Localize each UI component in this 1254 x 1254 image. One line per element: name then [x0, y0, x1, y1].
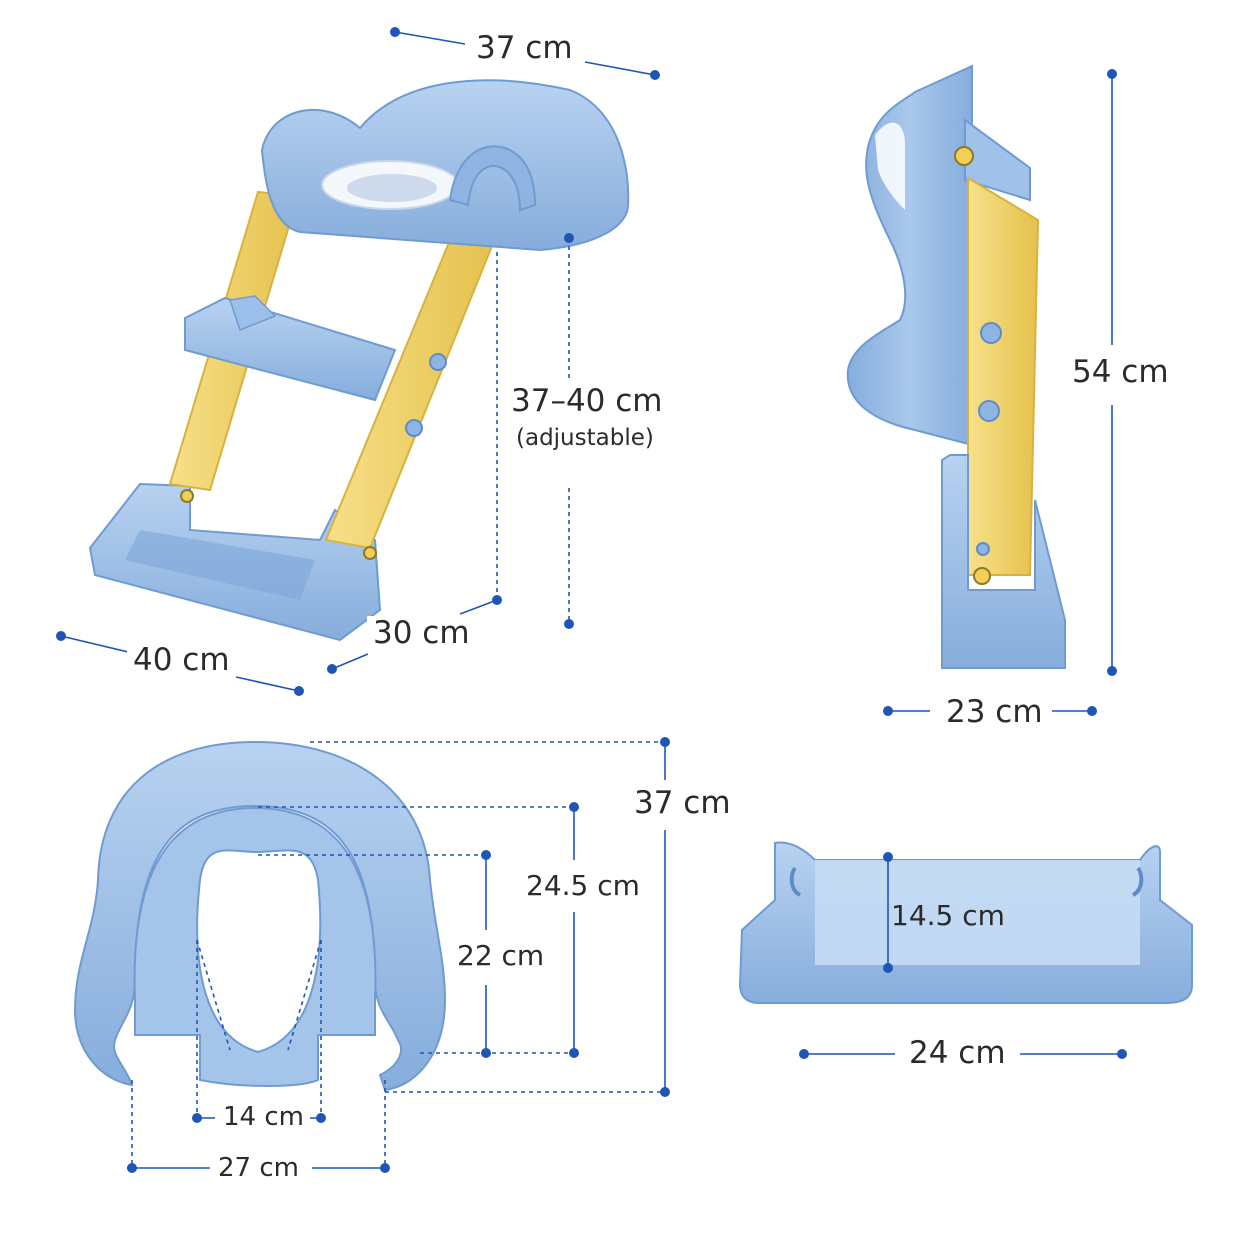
ladder-depth-label: 40 cm: [127, 642, 236, 679]
ladder-base-label: 30 cm: [367, 615, 476, 652]
seat-inner-length-label: 24.5 cm: [520, 869, 646, 903]
side-foot: [941, 454, 1066, 669]
side-height-label: 54 cm: [1066, 354, 1175, 391]
side-depth-label: 23 cm: [940, 694, 1049, 731]
seat-outer: [73, 740, 447, 1092]
seat-height-label: 37–40 cm: [505, 383, 669, 420]
side-backrest: [846, 64, 973, 447]
seat-hole-length-label: 22 cm: [451, 939, 551, 973]
seat-height-note: (adjustable): [516, 425, 654, 451]
seat-top-view: [73, 740, 447, 1092]
step-height-label: 14.5 cm: [891, 899, 1005, 932]
ladder-seat-handle: [448, 145, 537, 212]
ladder-perspective-view: [88, 79, 630, 642]
dimension-lines: [60, 31, 1122, 1169]
seat-hole: [196, 849, 322, 1054]
seat-length-label: 37 cm: [628, 785, 737, 822]
side-view: [846, 64, 1066, 669]
step-width-label: 24 cm: [903, 1035, 1012, 1072]
side-yellow-frame: [967, 176, 1040, 576]
step-front-view: [738, 841, 1193, 1004]
seat-hole-width-label: 14 cm: [217, 1102, 310, 1133]
dimension-endpoints: [56, 27, 1127, 1173]
ladder-width-label: 37 cm: [470, 30, 579, 67]
seat-width-label: 27 cm: [212, 1153, 305, 1184]
ladder-seat: [260, 79, 630, 252]
